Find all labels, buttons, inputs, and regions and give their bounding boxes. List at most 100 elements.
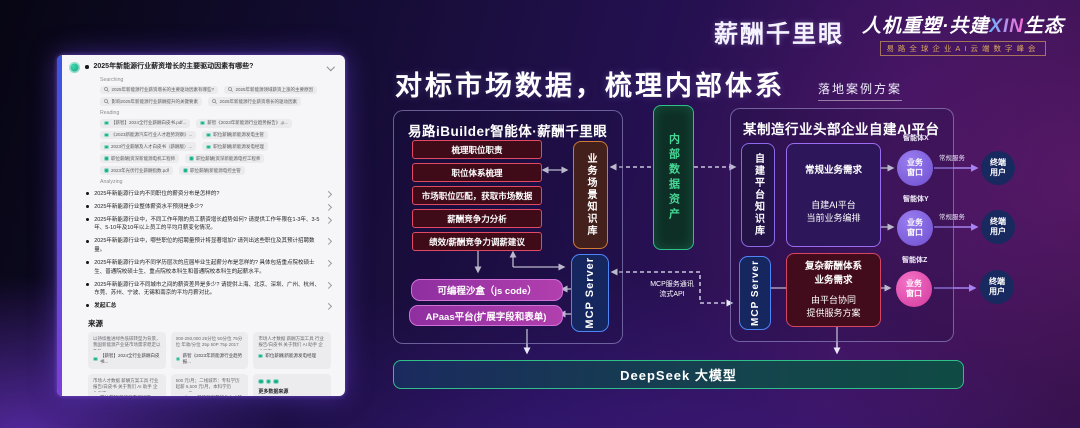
chevron-right-icon[interactable] xyxy=(325,190,332,198)
source-card-title: 职位薪酬|新能源发电经理 xyxy=(265,353,316,359)
sources-heading: 来源 xyxy=(88,318,103,328)
doc-chip[interactable]: 【薪智】2024全行业薪酬白皮书.pdf... xyxy=(100,118,191,128)
search-chip[interactable]: 影响2025年新能源行业薪酬提升的关键要素 xyxy=(100,97,203,107)
doc-chip-label: 2023行业薪酬及人才白皮书（薪酬版）... xyxy=(111,143,193,149)
question-item[interactable]: 2025年新能源行业不同城市之间的薪资差异是多少? 请提供上海、北京、深圳、广州… xyxy=(86,281,332,298)
assistant-avatar xyxy=(69,62,80,73)
summary-item[interactable]: 发起汇总 xyxy=(86,302,332,311)
chevron-right-icon[interactable] xyxy=(325,303,332,310)
business-knowledge-base: 业务场景知识库 xyxy=(573,141,608,249)
chevron-right-icon[interactable] xyxy=(325,281,332,289)
reading-label: Reading xyxy=(100,110,120,117)
doc-icon xyxy=(104,132,109,138)
more-source-icons xyxy=(258,378,326,385)
doc-chip[interactable]: 职位薪酬|新能源发电经理 xyxy=(202,142,268,152)
platform-knowledge-base: 自建平台知识库 xyxy=(741,143,775,247)
search-chip-label: 2025年新能源行业薪资增长的驱动因素 xyxy=(219,98,298,104)
doc-icon xyxy=(183,168,188,173)
searching-label: Searching xyxy=(100,77,124,83)
agent-x-service-label: 常规服务 xyxy=(939,155,965,162)
source-card[interactable]: 500 元/月；二线城市：专科学历起薪 6,500 元/月，本科学历 7,400… xyxy=(170,373,249,396)
doc-chip-label: 【薪智】2024全行业薪酬白皮书.pdf... xyxy=(111,120,187,126)
brand-logo: 薪酬千里眼 xyxy=(713,21,844,48)
step-market-match: 市场职位匹配，获取市场数据 xyxy=(412,186,542,205)
complex-business-solution: 由平台协同 提供服务方案 xyxy=(806,294,861,319)
question-item[interactable]: 2025年新能源行业整体薪资水平预测是多少? xyxy=(86,203,332,212)
slogan-prefix: 人机重塑·共建 xyxy=(861,16,990,37)
more-sources-card[interactable]: 更多数据来源 xyxy=(253,373,331,396)
chevron-right-icon[interactable] xyxy=(325,216,332,224)
bullet-icon xyxy=(86,192,90,196)
search-icon xyxy=(104,87,109,93)
doc-chip[interactable]: 职位薪酬|新能源发电主管 xyxy=(202,130,268,140)
step-job-duty: 梳理职位职责 xyxy=(412,140,542,159)
case-badge: 落地案例方案 xyxy=(818,80,903,101)
mcp-server-right: MCP Server xyxy=(739,256,771,330)
question-item-text: 2025年新能源行业中，哪些职位的招聘量预计将显著增加? 请列出这些职位及其预计… xyxy=(94,238,315,253)
doc-chip[interactable]: 《2023新能源汽车行业人才趋势洞察》... xyxy=(100,130,197,140)
source-card-text: 市场人才数据 薪酬方案工具 行业报告/白皮书 关于我们 AI 助手 企业雇客 1… xyxy=(93,377,159,392)
question-item[interactable]: 2025年新能源行业中，哪些职位的招聘量预计将显著增加? 请列出这些职位及其预计… xyxy=(86,237,332,254)
source-card-text: 500 元/月；二线城市：专科学历起薪 6,500 元/月，本科学历 7,400… xyxy=(175,377,240,392)
slogan-suffix: 生态 xyxy=(1023,16,1064,37)
source-card[interactable]: 市场人才数据 薪酬方案工具 行业报告/白皮书 关于我们 AI 助手 企业雇客 1… xyxy=(88,373,166,396)
search-chip-label: 2025年新能源领域薪资上涨的主要原因 xyxy=(235,87,314,92)
bullet-icon xyxy=(85,65,89,69)
doc-chip[interactable]: 职位薪酬|资深新能源电控工程师 xyxy=(185,154,265,164)
chevron-right-icon[interactable] xyxy=(325,238,332,246)
search-chip[interactable]: 2025年新能源领域薪资上涨的主要原因 xyxy=(224,85,318,95)
source-card[interactable]: 以持续推进绿色低碳转型为背景，我国新能源产业链市场需求稳定以及政... 【薪智】… xyxy=(88,331,166,369)
question-item[interactable]: 2025年新能源行业内不同职位的薪资分布是怎样的? xyxy=(86,190,332,199)
doc-chip[interactable]: 2023行业薪酬及人才白皮书（薪酬版）... xyxy=(100,142,197,152)
deepseek-model-bar: DeepSeek 大模型 xyxy=(393,360,964,389)
agent-x-window: 业务窗口 xyxy=(897,150,933,186)
more-sources-label: 更多数据来源 xyxy=(258,389,289,396)
agent-y-label: 智能体Y xyxy=(903,196,929,203)
search-chip[interactable]: 2025年新能源行业薪资增长的主要驱动因素有哪些? xyxy=(100,85,219,95)
doc-icon xyxy=(104,156,109,161)
doc-chip[interactable]: 2023年光伏行业薪酬指数.pdf xyxy=(100,166,174,175)
chevron-down-icon[interactable] xyxy=(326,62,335,71)
doc-chip[interactable]: 薪智《2023年新能源行业趋势报告》.p... xyxy=(196,118,292,128)
doc-chip[interactable]: 职位薪酬|资深新能源电机工程师 xyxy=(100,154,180,164)
source-card-text: 以持续推进绿色低碳转型为背景，我国新能源产业链市场需求稳定以及政... xyxy=(93,335,161,350)
search-chip[interactable]: 2025年新能源行业薪资增长的驱动因素 xyxy=(208,97,302,107)
doc-chip-label: 职位薪酬|资深新能源电控工程师 xyxy=(196,155,261,161)
search-icon xyxy=(228,87,233,93)
tool-sandbox: 可编程沙盒（js code） xyxy=(411,279,563,301)
question-item[interactable]: 2025年新能源行业内不同学历层次的应届毕业生起薪分布是怎样的? 具体包括重点院… xyxy=(86,259,332,276)
source-card[interactable]: 市场人才数据 薪酬方案工具 行业报告/白皮书 关于我们 AI 助手 企业雇客 1… xyxy=(253,331,331,369)
source-icon xyxy=(175,356,181,362)
question-item-text: 2025年新能源行业内不同学历层次的应届毕业生起薪分布是怎样的? 具体包括重点院… xyxy=(94,260,315,275)
question-item[interactable]: 2025年新能源行业中，不同工作年限的员工薪资增长趋势如何? 请提供工作年限在1… xyxy=(86,216,332,233)
doc-chip[interactable]: 职位薪酬|新能源电控主管 xyxy=(179,166,245,175)
agent-x-end-user: 终端用户 xyxy=(981,151,1015,185)
source-icon xyxy=(93,356,98,362)
doc-icon xyxy=(104,120,109,126)
complex-business-box: 复杂薪酬体系 业务需求 由平台协同 提供服务方案 xyxy=(786,253,881,327)
custom-ai-panel-title: 某制造行业头部企业自建AI平台 xyxy=(743,122,940,137)
agent-y-end-user: 终端用户 xyxy=(981,210,1015,244)
doc-icon xyxy=(104,168,109,173)
doc-icon xyxy=(206,132,211,138)
question-item-text: 2025年新能源行业内不同职位的薪资分布是怎样的? xyxy=(94,190,220,197)
question-item-text: 2025年新能源行业中，不同工作年限的员工薪资增长趋势如何? 请提供工作年限在1… xyxy=(94,216,320,232)
source-card-text: 000-250,000 25分位 50分位 75分位 年收/分位 25p 50P… xyxy=(175,335,243,350)
source-card-text: 市场人才数据 薪酬方案工具 行业报告/白皮书 关于我们 AI 助手 企业雇客 1… xyxy=(258,335,324,350)
page-title: 对标市场数据，梳理内部体系 xyxy=(395,71,785,101)
complex-business-need: 复杂薪酬体系 业务需求 xyxy=(804,260,862,286)
source-card-title: 【薪智】2024全行业薪酬白皮书... xyxy=(100,353,160,365)
chevron-right-icon[interactable] xyxy=(325,203,332,211)
bullet-icon xyxy=(86,261,90,265)
doc-icon xyxy=(104,144,109,150)
internal-data-asset: 内部数据资产 xyxy=(653,105,694,250)
chevron-right-icon[interactable] xyxy=(325,260,332,267)
chat-question-row[interactable]: 2025年新能源行业薪资增长的主要驱动因素有哪些? xyxy=(69,62,337,73)
source-cards: 以持续推进绿色低碳转型为背景，我国新能源产业链市场需求稳定以及政... 【薪智】… xyxy=(88,331,331,396)
source-icon xyxy=(258,353,263,359)
bullet-icon xyxy=(86,205,90,209)
ibuilder-panel-title: 易路iBuilder智能体·薪酬千里眼 xyxy=(408,124,608,139)
doc-chip-label: 2023年光伏行业薪酬指数.pdf xyxy=(111,167,170,173)
search-icon xyxy=(104,99,109,105)
source-card[interactable]: 000-250,000 25分位 50分位 75分位 年收/分位 25p 50P… xyxy=(170,331,249,369)
